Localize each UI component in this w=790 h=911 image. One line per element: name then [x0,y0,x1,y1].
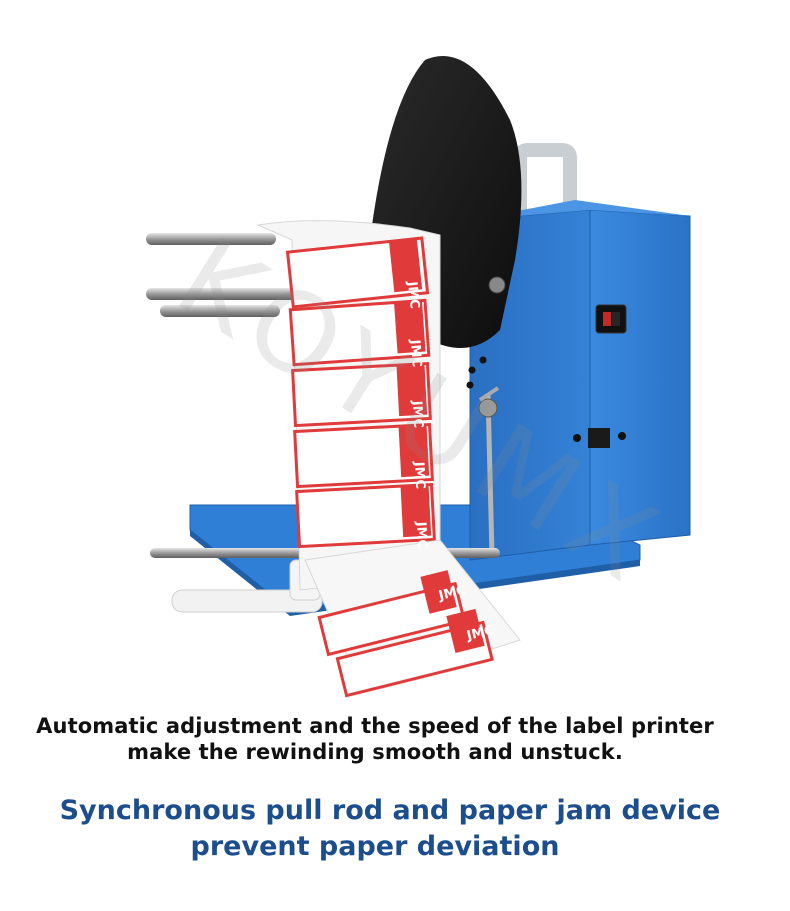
label-sticker-7 [335,608,494,698]
label-sticker-3 [291,361,432,428]
label-rewinder-illustration: JMC JMC JMC JMC JMC JMC JMC KOYUMX [146,56,691,698]
tension-arm [485,394,495,556]
feature-description: Automatic adjustment and the speed of th… [0,713,790,765]
upper-rod-1 [146,233,276,245]
label-brand-text: JMC [407,338,424,367]
label-sticker-2 [288,298,431,367]
label-sticker-4 [293,422,434,489]
feature-headline: Synchronous pull rod and paper jam devic… [0,793,790,865]
feature-headline-line-2: prevent paper deviation [190,831,560,862]
label-brand-text: JMC [409,399,425,428]
product-photo: JMC JMC JMC JMC JMC JMC JMC KOYUMX [146,56,691,698]
feature-description-line-1: Automatic adjustment and the speed of th… [36,714,714,738]
label-brand-text: JMC [436,583,467,604]
upper-rod-3 [160,305,280,317]
label-brand-text: JMC [464,623,495,644]
upper-rod-2 [146,288,296,300]
label-roll: JMC JMC JMC JMC JMC JMC JMC [256,220,521,698]
connector-port [588,428,610,448]
label-brand-text: JMC [411,460,427,489]
label-sticker-6 [317,570,467,657]
feature-description-line-2: make the rewinding smooth and unstuck. [127,740,623,764]
carry-handle [513,143,577,214]
label-sticker-5 [295,482,436,549]
feature-headline-line-1: Synchronous pull rod and paper jam devic… [59,795,721,826]
label-brand-text: JMC [413,520,429,549]
label-sticker-1 [285,236,430,309]
roller-white [171,589,323,613]
label-brand-text: JMC [404,280,422,310]
